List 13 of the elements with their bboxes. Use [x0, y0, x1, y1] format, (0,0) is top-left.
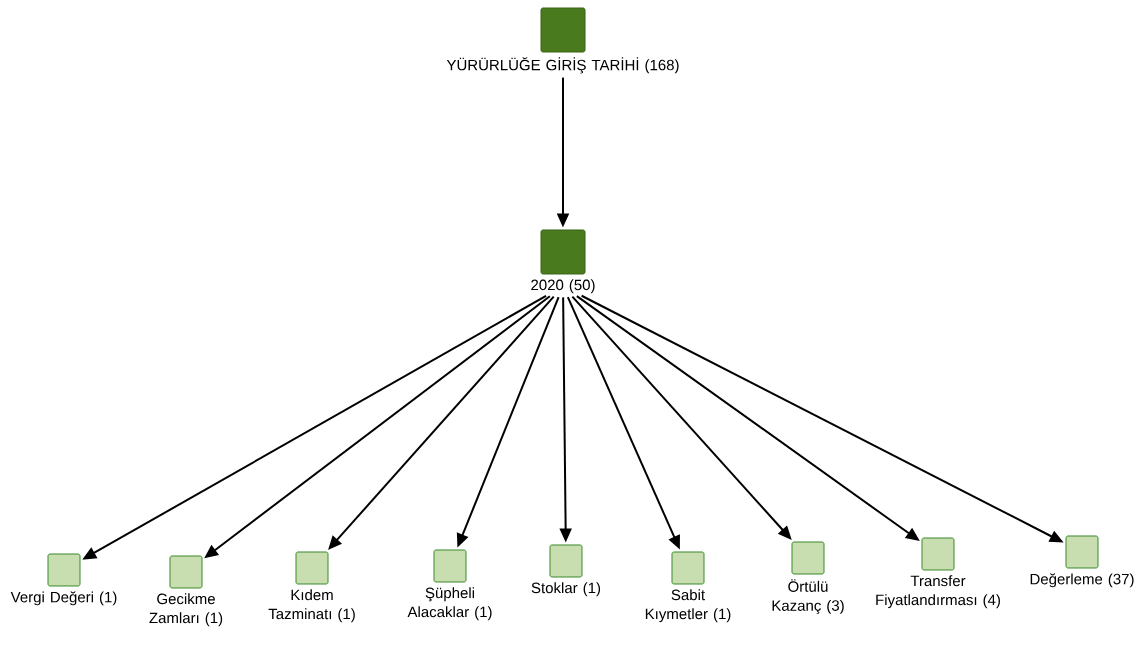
- node-label: Değerleme (37): [1030, 573, 1134, 588]
- node-label: 2020 (50): [531, 279, 595, 294]
- node-label: Sabit Kıymetler (1): [645, 589, 731, 623]
- node-label: Şüpheli Alacaklar (1): [407, 587, 492, 621]
- node-label: Transfer Fiyatlandırması (4): [876, 575, 1000, 609]
- arrow: [571, 295, 792, 540]
- node-label: YÜRÜRLÜĞE GİRİŞ TARİHİ (168): [446, 57, 679, 74]
- arrow: [328, 295, 555, 550]
- node-label: Vergi Değeri (1): [10, 591, 117, 606]
- node-label: Gecikme Zamları (1): [149, 593, 223, 627]
- node-label: Stoklar (1): [531, 582, 601, 597]
- node-label: Örtülü Kazanç (3): [772, 579, 844, 614]
- node-label: Kıdem Tazminatı (1): [268, 589, 355, 623]
